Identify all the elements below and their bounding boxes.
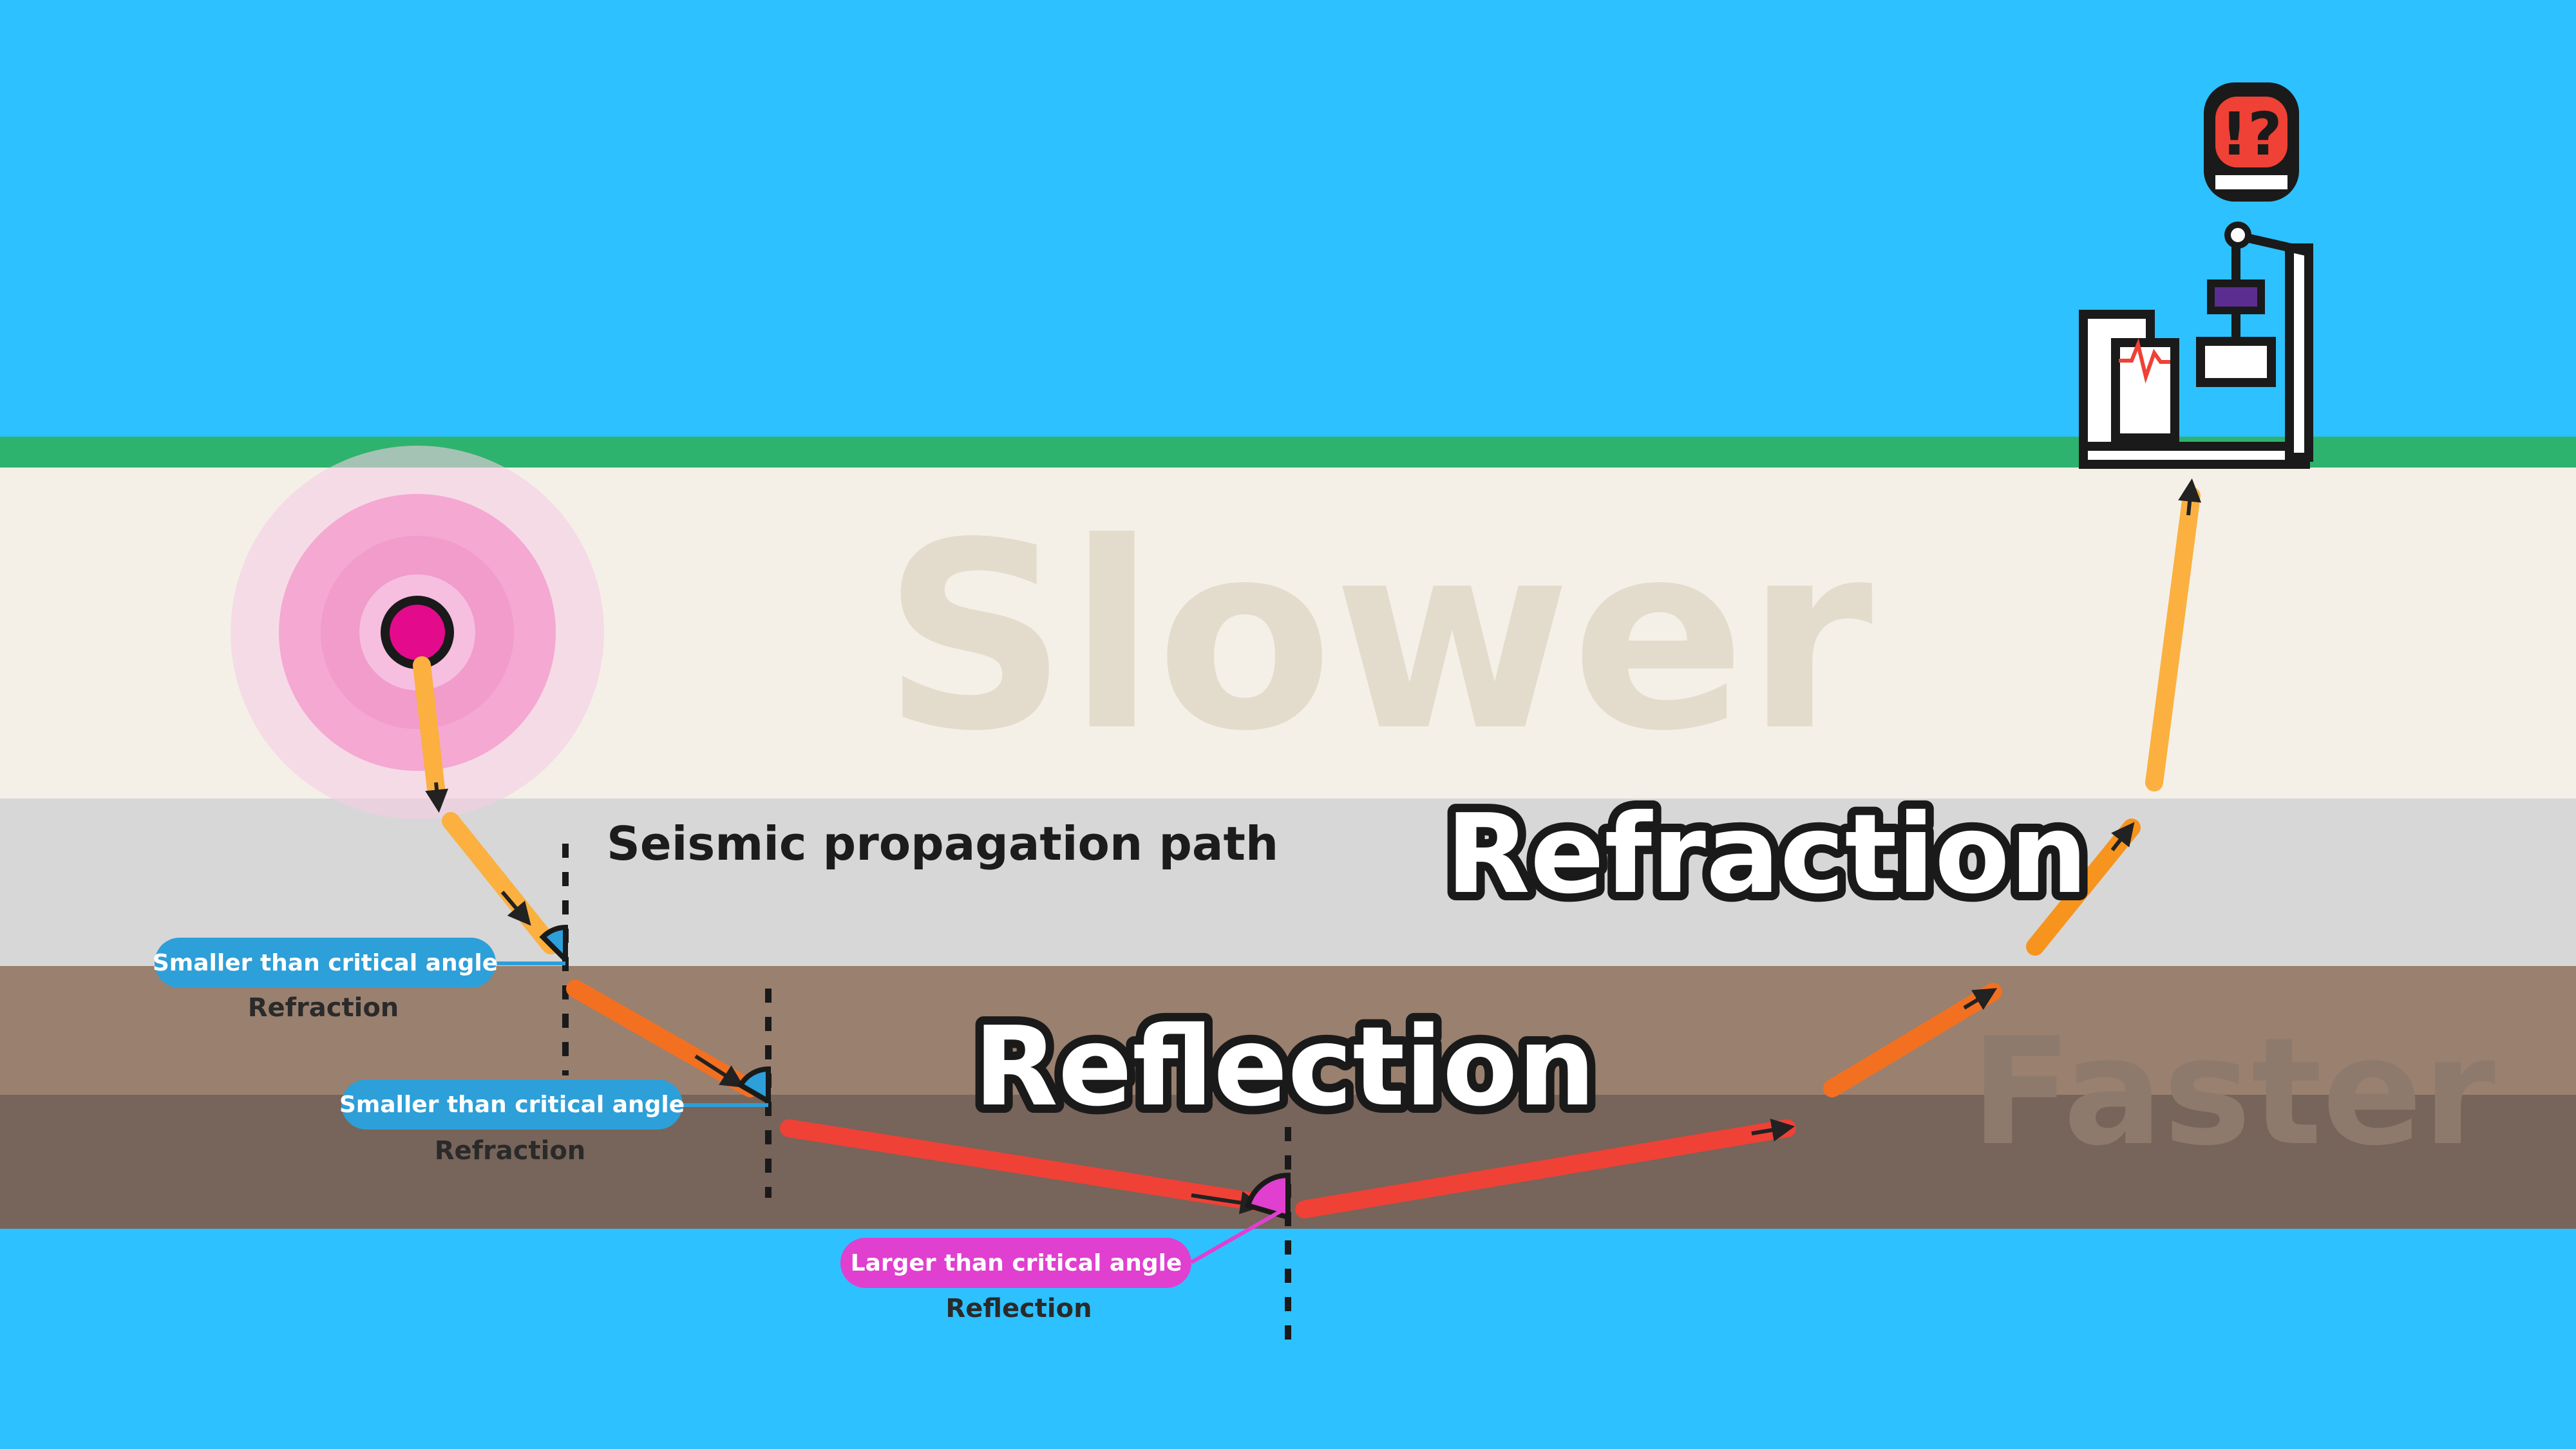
slower-label: Slower xyxy=(882,488,1875,788)
faster-label: Faster xyxy=(1971,1007,2496,1179)
ray-segment-1 xyxy=(413,656,445,798)
ray-arrow-7 xyxy=(2110,822,2135,851)
seismograph-station-icon xyxy=(2079,222,2313,469)
refraction-heading: Refraction xyxy=(1446,791,2088,918)
angle-wedge-3 xyxy=(1245,1172,1291,1221)
callout-caption-3: Reflection xyxy=(945,1294,1092,1323)
callout-badge-1 xyxy=(155,938,496,988)
ray-arrow-6 xyxy=(1963,988,1998,1010)
reflection-heading: Reflection xyxy=(974,1003,1596,1131)
ray-arrow-1 xyxy=(425,782,449,813)
angle-wedge-1 xyxy=(539,924,568,966)
callout-caption-1: Refraction xyxy=(248,993,399,1023)
ray-arrow-2 xyxy=(500,891,531,926)
ray-segment-8 xyxy=(2145,487,2201,791)
callout-badge-3 xyxy=(840,1238,1191,1288)
ray-segment-4 xyxy=(780,1119,1287,1215)
callout-badge-text-3: Larger than critical angle xyxy=(851,1250,1182,1276)
ray-arrow-5 xyxy=(1751,1118,1795,1142)
callout-badge-text-1: Smaller than critical angle xyxy=(153,950,498,976)
svg-text:!?: !? xyxy=(2221,100,2282,169)
sky-background xyxy=(0,0,2576,437)
callout-badge-text-2: Smaller than critical angle xyxy=(339,1092,685,1118)
angle-wedge-2 xyxy=(737,1066,771,1106)
callout-badge-2 xyxy=(341,1079,683,1130)
callout-connector-3 xyxy=(1190,1209,1283,1264)
ray-segment-5 xyxy=(1295,1119,1796,1218)
ray-segment-2 xyxy=(442,812,560,954)
alert-exclamation-question-icon: !? xyxy=(2204,82,2299,202)
path-title: Seismic propagation path xyxy=(607,817,1278,871)
ray-arrow-3 xyxy=(694,1054,745,1088)
epicenter-icon xyxy=(231,446,604,819)
callout-caption-2: Refraction xyxy=(435,1136,586,1166)
ray-arrow-8 xyxy=(2178,478,2202,516)
